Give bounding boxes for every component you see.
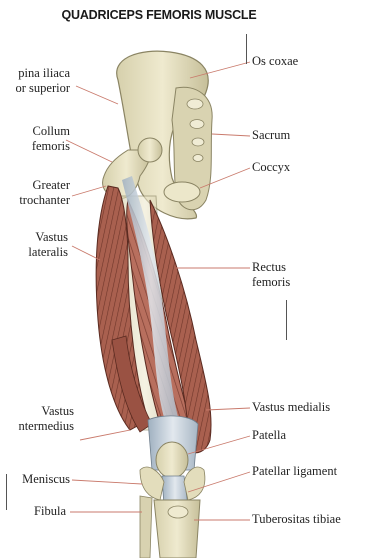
label-rectus-femoris: Rectus femoris xyxy=(252,260,290,290)
label-tuberositas-tibiae: Tuberositas tibiae xyxy=(252,512,341,527)
label-vastus-lateralis: Vastus lateralis xyxy=(28,230,68,260)
label-os-coxae: Os coxae xyxy=(252,54,298,69)
label-vastus-lateralis-line2: lateralis xyxy=(28,245,68,260)
label-vastus-intermedius-line2: ntermedius xyxy=(18,419,74,434)
label-fibula: Fibula xyxy=(34,504,66,519)
label-rectus-femoris-line2: femoris xyxy=(252,275,290,290)
label-collum-femoris: Collum femoris xyxy=(32,124,70,154)
label-meniscus: Meniscus xyxy=(22,472,70,487)
knee xyxy=(140,416,205,506)
frame-rule xyxy=(286,300,287,340)
label-sacrum: Sacrum xyxy=(252,128,290,143)
label-greater-trochanter-line1: Greater xyxy=(19,178,70,193)
label-vastus-medialis: Vastus medialis xyxy=(252,400,330,415)
frame-rule xyxy=(246,34,247,64)
label-patellar-ligament: Patellar ligament xyxy=(252,464,337,479)
lower-leg-bones xyxy=(140,496,200,558)
label-rectus-femoris-line1: Rectus xyxy=(252,260,290,275)
figure-title: QUADRICEPS FEMORIS MUSCLE xyxy=(34,8,284,22)
label-vastus-lateralis-line1: Vastus xyxy=(28,230,68,245)
label-patella: Patella xyxy=(252,428,286,443)
label-spina-iliaca-line1: pina iliaca xyxy=(16,66,71,81)
frame-rule xyxy=(6,474,7,510)
label-collum-femoris-line2: femoris xyxy=(32,139,70,154)
label-greater-trochanter-line2: trochanter xyxy=(19,193,70,208)
label-vastus-intermedius-line1: Vastus xyxy=(18,404,74,419)
label-collum-femoris-line1: Collum xyxy=(32,124,70,139)
label-spina-iliaca: pina iliaca or superior xyxy=(16,66,71,96)
label-coccyx: Coccyx xyxy=(252,160,290,175)
label-spina-iliaca-line2: or superior xyxy=(16,81,71,96)
label-vastus-intermedius: Vastus ntermedius xyxy=(18,404,74,434)
label-greater-trochanter: Greater trochanter xyxy=(19,178,70,208)
